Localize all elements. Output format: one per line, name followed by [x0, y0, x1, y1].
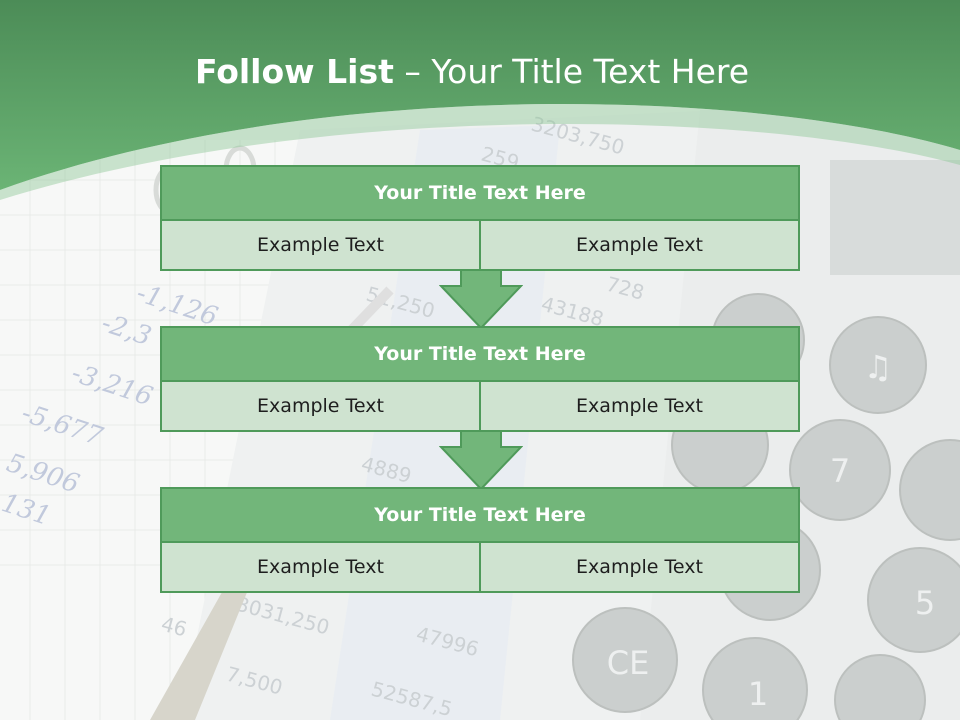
step-left-text: Example Text — [160, 221, 481, 271]
step-right-text: Example Text — [481, 382, 800, 432]
calculator-key-label: ♫ — [864, 348, 893, 386]
step-block: Your Title Text Here Example Text Exampl… — [160, 487, 800, 593]
step-row: Example Text Example Text — [160, 382, 800, 432]
step-block: Your Title Text Here Example Text Exampl… — [160, 165, 800, 271]
step-title: Your Title Text Here — [160, 487, 800, 543]
slide-title-rest: – Your Title Text Here — [393, 52, 750, 91]
step-title: Your Title Text Here — [160, 326, 800, 382]
step-left-text: Example Text — [160, 543, 481, 593]
slide-title-bold: Follow List — [194, 52, 394, 91]
calculator-key-label: 5 — [915, 584, 935, 622]
step-row: Example Text Example Text — [160, 543, 800, 593]
step-row: Example Text Example Text — [160, 221, 800, 271]
step-left-text: Example Text — [160, 382, 481, 432]
calculator-key-label: CE — [607, 644, 650, 682]
step-title: Your Title Text Here — [160, 165, 800, 221]
slide-title: Follow List – Your Title Text Here — [0, 52, 944, 91]
down-arrow-icon — [439, 270, 523, 330]
step-right-text: Example Text — [481, 221, 800, 271]
down-arrow-icon — [439, 431, 523, 491]
calculator-key-label: 7 — [830, 452, 850, 490]
step-right-text: Example Text — [481, 543, 800, 593]
calculator-key-label: 1 — [748, 675, 768, 713]
step-block: Your Title Text Here Example Text Exampl… — [160, 326, 800, 432]
header-banner — [0, 0, 960, 200]
